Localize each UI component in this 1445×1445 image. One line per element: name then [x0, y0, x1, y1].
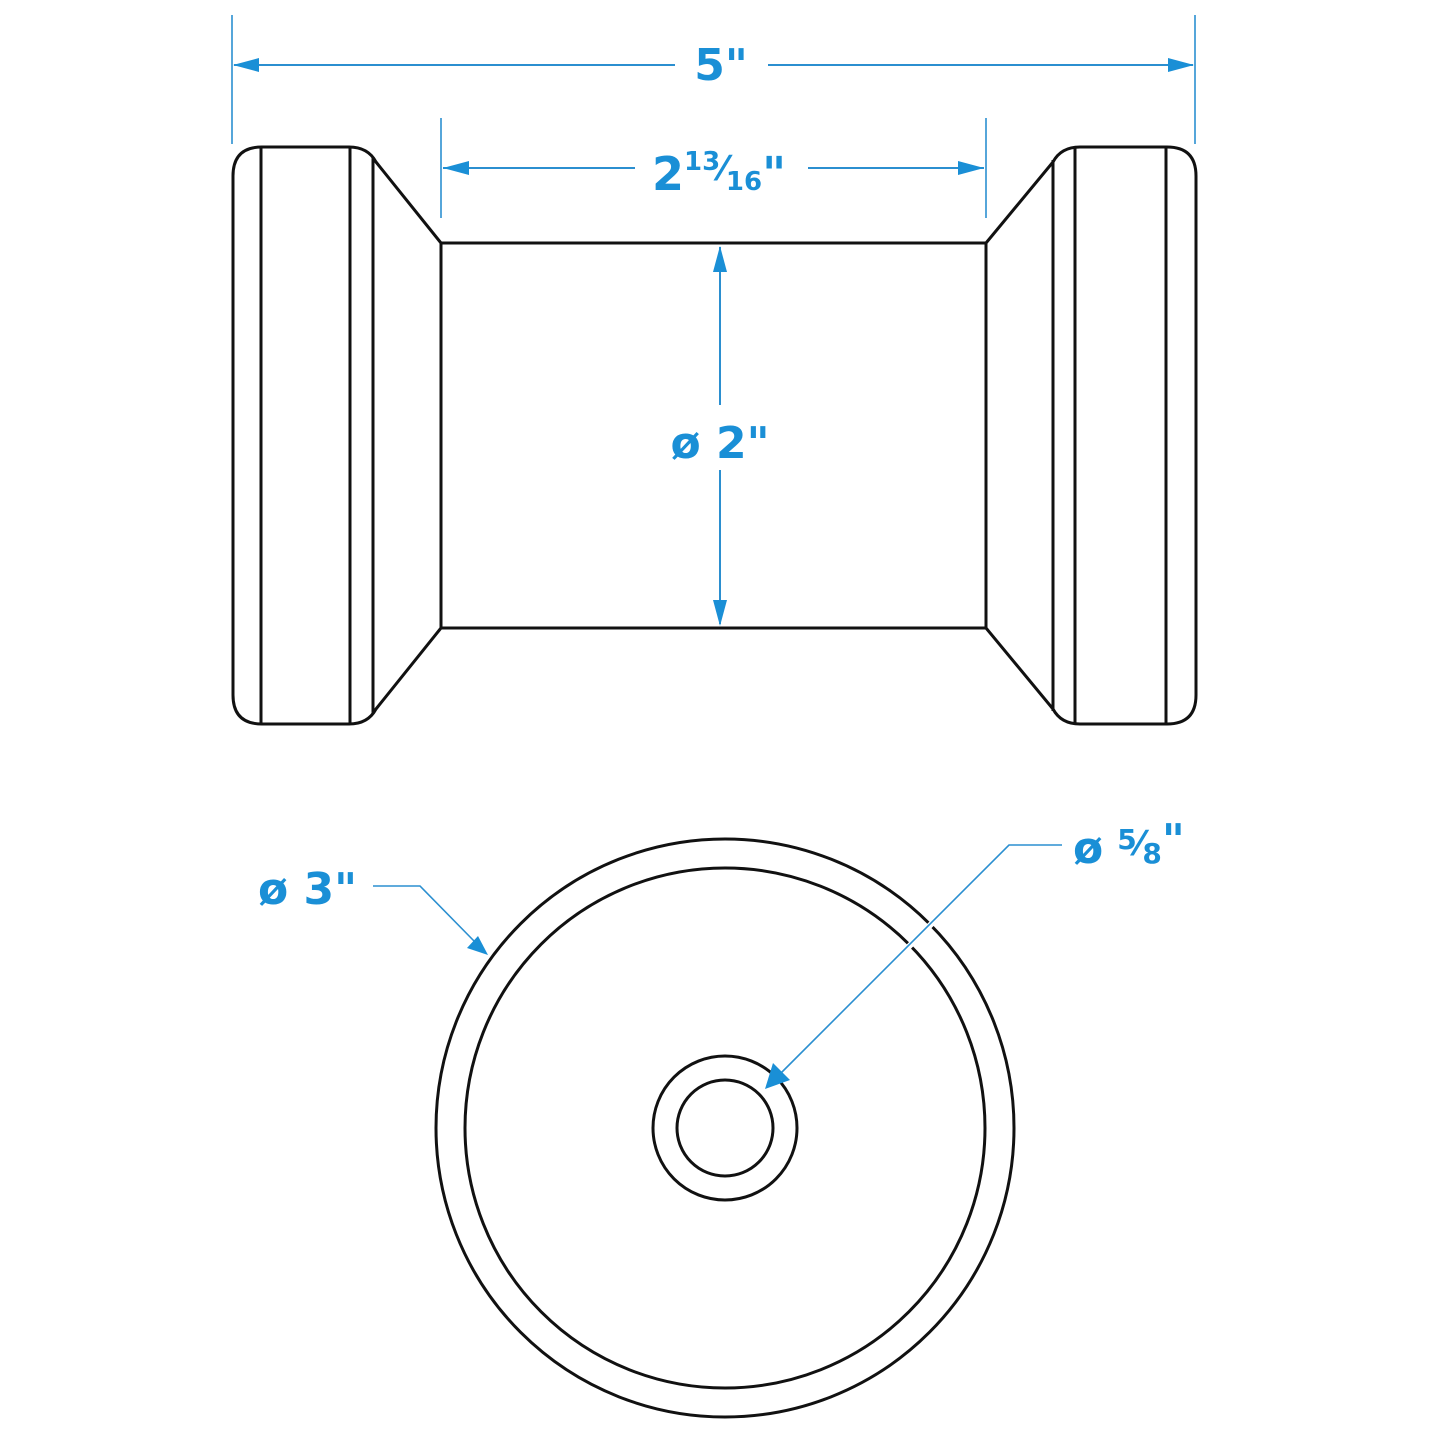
arrow-icon: [467, 936, 488, 955]
right-flange-outline: [984, 145, 1198, 726]
diameter-symbol: ø: [1073, 823, 1103, 874]
whole: 2: [652, 147, 684, 201]
outer-diameter-callout: ø 3": [258, 864, 488, 955]
overall-length-label: 5": [694, 40, 748, 91]
center-diameter-label: ø 2": [670, 418, 769, 469]
outer-diameter-label: ø 3": [258, 864, 357, 915]
left-flange-outline: [231, 145, 443, 726]
numerator: 13: [684, 147, 720, 177]
bore: [675, 1078, 775, 1178]
numerator: 5: [1117, 823, 1136, 856]
denominator: 16: [726, 167, 762, 197]
arrow-left-icon: [233, 58, 259, 72]
arrow-right-icon: [958, 161, 984, 175]
inner-rim: [463, 866, 987, 1390]
arrow-down-icon: [713, 600, 727, 626]
center-length-label: 213⁄16": [652, 147, 786, 201]
outer-rim: [434, 837, 1016, 1419]
arrow-right-icon: [1168, 58, 1194, 72]
arrow-left-icon: [443, 161, 469, 175]
leader-line: [373, 885, 476, 943]
leader-line: [779, 844, 1062, 1075]
arrow-up-icon: [713, 246, 727, 272]
arrow-icon: [765, 1063, 790, 1089]
overall-length-dimension: 5": [231, 15, 1196, 144]
center-diameter-dimension: ø 2": [670, 246, 770, 626]
hub-outer: [651, 1054, 799, 1202]
side-view: [231, 145, 1198, 726]
center-length-dimension: 213⁄16": [440, 118, 987, 218]
leader-mask: [781, 842, 1013, 1075]
inch-mark: ": [762, 147, 786, 201]
end-view: [434, 837, 1016, 1419]
denominator: 8: [1142, 837, 1161, 870]
inch-mark: ": [1162, 815, 1185, 866]
